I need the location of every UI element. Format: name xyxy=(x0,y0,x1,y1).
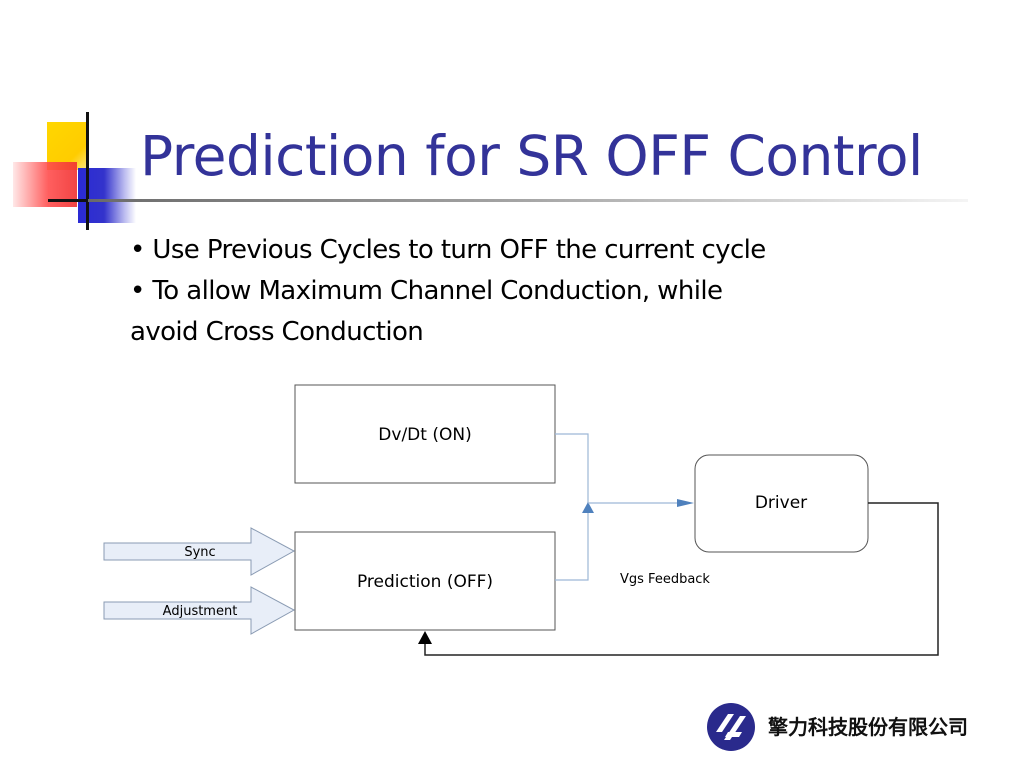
bullet-item-1: • Use Previous Cycles to turn OFF the cu… xyxy=(130,235,766,265)
driver-input-arrowhead xyxy=(677,499,694,507)
prediction-off-block xyxy=(294,531,556,631)
vgs-feedback-label: Vgs Feedback xyxy=(620,572,710,587)
slide-title: Prediction for SR OFF Control xyxy=(140,124,923,188)
sync-input-arrow xyxy=(103,527,296,576)
adjustment-input-label: Adjustment xyxy=(163,604,238,619)
bullet-item-2: • To allow Maximum Channel Conduction, w… xyxy=(130,276,723,306)
title-underline-rule xyxy=(88,199,968,202)
dvdt-on-label: Dv/Dt (ON) xyxy=(378,425,471,445)
company-logo-icon xyxy=(707,703,755,751)
prediction-off-label: Prediction (OFF) xyxy=(357,572,493,592)
decor-vertical-line xyxy=(86,112,89,230)
bullet-item-2-continued: avoid Cross Conduction xyxy=(130,317,424,347)
dvdt-on-block xyxy=(294,384,556,484)
junction-up-arrowhead xyxy=(582,502,594,513)
driver-label: Driver xyxy=(755,493,807,513)
vgs-feedback-path xyxy=(424,502,939,656)
sync-input-label: Sync xyxy=(184,545,215,560)
decor-horizontal-line xyxy=(48,199,110,202)
dvdt-to-junction-connector xyxy=(555,433,589,505)
adjustment-input-arrow xyxy=(103,586,296,635)
bullet-list: • Use Previous Cycles to turn OFF the cu… xyxy=(130,230,930,353)
prediction-to-junction-connector xyxy=(555,513,589,581)
company-name: 擎力科技股份有限公司 xyxy=(768,715,968,739)
feedback-arrowhead xyxy=(418,631,432,644)
